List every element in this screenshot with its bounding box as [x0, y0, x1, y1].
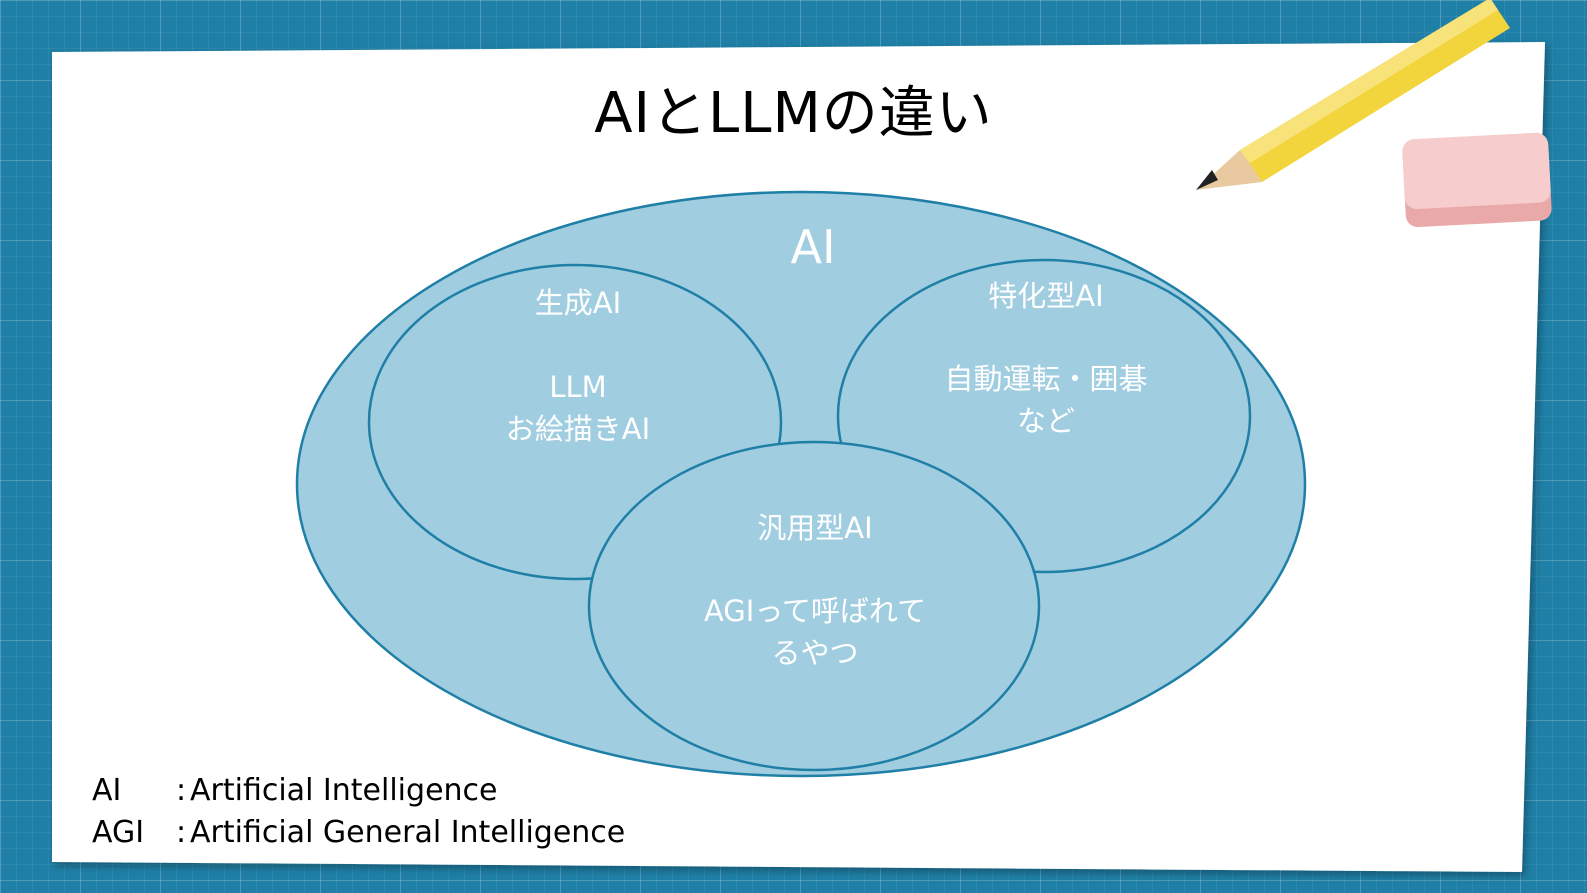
- general-ai-example: るやつ: [771, 636, 859, 670]
- venn-diagram: [295, 190, 1307, 778]
- generative-ai-examples: LLM お絵描きAI: [506, 366, 650, 450]
- eraser-icon: [1402, 132, 1552, 228]
- specialized-ai-examples: 自動運転・囲碁 など: [944, 358, 1147, 442]
- ai-label: AI: [790, 220, 836, 274]
- glossary: AI : Artificial Intelligence AGI : Artif…: [92, 770, 625, 854]
- glossary-definition: Artificial General Intelligence: [190, 815, 626, 850]
- generative-ai-example: お絵描きAI: [505, 412, 651, 446]
- specialized-ai-heading: 特化型AI: [988, 279, 1104, 313]
- glossary-row: AI : Artificial Intelligence: [92, 770, 625, 812]
- glossary-separator: :: [175, 773, 187, 808]
- glossary-definition: Artificial Intelligence: [190, 773, 498, 808]
- glossary-row: AGI : Artificial General Intelligence: [92, 812, 625, 854]
- specialized-ai-example: 自動運転・囲碁: [944, 362, 1148, 396]
- generative-ai-heading: 生成AI: [534, 286, 622, 320]
- glossary-term: AI: [92, 773, 122, 808]
- general-ai-examples: AGIって呼ばれて るやつ: [704, 590, 926, 674]
- general-ai-ellipse: [587, 440, 1041, 772]
- general-ai-example: AGIって呼ばれて: [703, 594, 927, 628]
- pencil-icon: [1196, 0, 1510, 190]
- specialized-ai-example: など: [1016, 404, 1076, 438]
- glossary-term: AGI: [92, 815, 145, 850]
- page-title: AIとLLMの違い: [594, 81, 993, 146]
- general-ai-heading: 汎用型AI: [757, 511, 873, 545]
- glossary-separator: :: [175, 815, 187, 850]
- generative-ai-example: LLM: [549, 370, 607, 404]
